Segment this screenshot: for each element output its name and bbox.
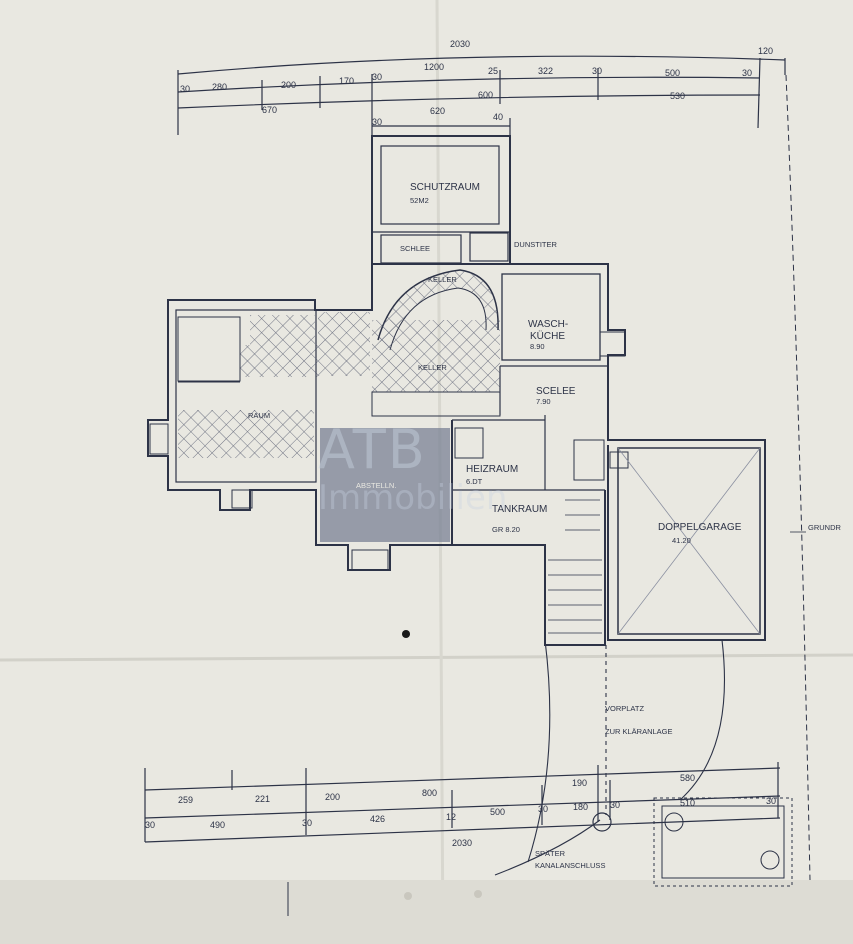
punch-hole bbox=[474, 890, 482, 898]
dim-label: 530 bbox=[670, 91, 685, 101]
label-raum: RAUM bbox=[248, 411, 270, 420]
room-wasch-name2: KÜCHE bbox=[530, 330, 565, 342]
dim-label: 200 bbox=[325, 792, 340, 802]
label-keller-stair: KELLER bbox=[428, 275, 457, 284]
punch-hole bbox=[404, 892, 412, 900]
dim-label: 30 bbox=[372, 72, 382, 82]
dim-label: 426 bbox=[370, 814, 385, 824]
room-schutzraum-area: 52M2 bbox=[410, 196, 429, 205]
top-dimension-chain bbox=[177, 55, 786, 140]
room-heiz-name: HEIZRAUM bbox=[466, 464, 518, 475]
dim-label: 280 bbox=[212, 82, 227, 92]
property-line bbox=[785, 74, 811, 881]
dim-label: 670 bbox=[262, 105, 277, 115]
top-overall-dim: 2030 bbox=[450, 39, 470, 49]
dim-label: 30 bbox=[538, 804, 548, 814]
septic-tank bbox=[592, 797, 793, 887]
label-spaeter: SPÄTER bbox=[535, 849, 566, 858]
room-scelee-name: SCELEE bbox=[536, 386, 576, 397]
dim-label: 510 bbox=[680, 798, 695, 808]
dim-label: 620 bbox=[430, 106, 445, 116]
dim-label: 30 bbox=[372, 117, 382, 127]
dim-label: 1200 bbox=[424, 62, 444, 72]
dim-label: 500 bbox=[665, 68, 680, 78]
room-wasch-area: 8.90 bbox=[530, 342, 545, 351]
garage-diagonals bbox=[617, 447, 761, 635]
paper-edge bbox=[0, 880, 853, 944]
watermark-text: Immobilien bbox=[318, 478, 508, 518]
dim-label: 221 bbox=[255, 794, 270, 804]
dim-label: 180 bbox=[573, 802, 588, 812]
room-tank-name: TANKRAUM bbox=[492, 504, 547, 515]
label-dunstiter: DUNSTITER bbox=[514, 240, 558, 249]
watermark-logo: ATB bbox=[318, 418, 427, 481]
fold-line bbox=[0, 653, 853, 662]
dim-label: 40 bbox=[493, 112, 503, 122]
dim-label: 25 bbox=[488, 66, 498, 76]
dim-label: 580 bbox=[680, 773, 695, 783]
room-scelee-area: 7.90 bbox=[536, 397, 551, 406]
tiled-floor-areas bbox=[178, 270, 500, 458]
dim-label: 30 bbox=[610, 800, 620, 810]
label-schleuse: SCHLEE bbox=[400, 244, 430, 253]
top-dimension-labels: 2030 120 30 280 200 170 30 1200 25 322 3… bbox=[180, 39, 773, 127]
room-garage-area: 41.20 bbox=[672, 536, 691, 545]
label-keller: KELLER bbox=[418, 363, 447, 372]
top-extra-dim: 120 bbox=[758, 46, 773, 56]
boiler-box bbox=[454, 427, 484, 459]
dim-label: 322 bbox=[538, 66, 553, 76]
dim-label: 170 bbox=[339, 76, 354, 86]
room-wasch-name: WASCH- bbox=[528, 319, 568, 330]
room-heiz-area: 6.DT bbox=[466, 477, 483, 486]
dim-label: 30 bbox=[302, 818, 312, 828]
ink-dot bbox=[402, 630, 410, 638]
room-garage-name: DOPPELGARAGE bbox=[658, 522, 742, 533]
dim-label: 30 bbox=[592, 66, 602, 76]
label-kanalanschluss: KANALANSCHLUSS bbox=[535, 861, 605, 870]
label-zur-klaeranlage: ZUR KLÄRANLAGE bbox=[605, 727, 673, 736]
room-tank-area: GR 8.20 bbox=[492, 525, 520, 534]
room-labels: SCHUTZRAUM 52M2 DUNSTITER SCHLEE KELLER … bbox=[248, 182, 742, 545]
bottom-dimension-chain bbox=[144, 762, 781, 843]
dim-label: 500 bbox=[490, 807, 505, 817]
dim-label: 490 bbox=[210, 820, 225, 830]
dim-label: 30 bbox=[145, 820, 155, 830]
dim-label: 30 bbox=[742, 68, 752, 78]
dim-label: 200 bbox=[281, 80, 296, 90]
abstell-shading bbox=[320, 428, 450, 542]
driveway-lines bbox=[494, 639, 725, 876]
dim-label: 30 bbox=[766, 796, 776, 806]
room-schutzraum-name: SCHUTZRAUM bbox=[410, 182, 480, 193]
label-vorplatz: VORPLATZ bbox=[605, 704, 644, 713]
bottom-dimension-labels: 259 221 200 800 190 580 30 490 30 426 12… bbox=[145, 773, 776, 848]
dim-label: 12 bbox=[446, 812, 456, 822]
dim-label: 259 bbox=[178, 795, 193, 805]
annotation-labels: VORPLATZ ZUR KLÄRANLAGE SPÄTER KANALANSC… bbox=[535, 523, 841, 870]
bottom-overall-dim: 2030 bbox=[452, 838, 472, 848]
room-abstell-name: ABSTELLN. bbox=[356, 481, 396, 490]
dim-label: 600 bbox=[478, 90, 493, 100]
dim-label: 800 bbox=[422, 788, 437, 798]
dim-label: 30 bbox=[180, 84, 190, 94]
label-grundriss: GRUNDR bbox=[808, 523, 841, 532]
dim-label: 190 bbox=[572, 778, 587, 788]
